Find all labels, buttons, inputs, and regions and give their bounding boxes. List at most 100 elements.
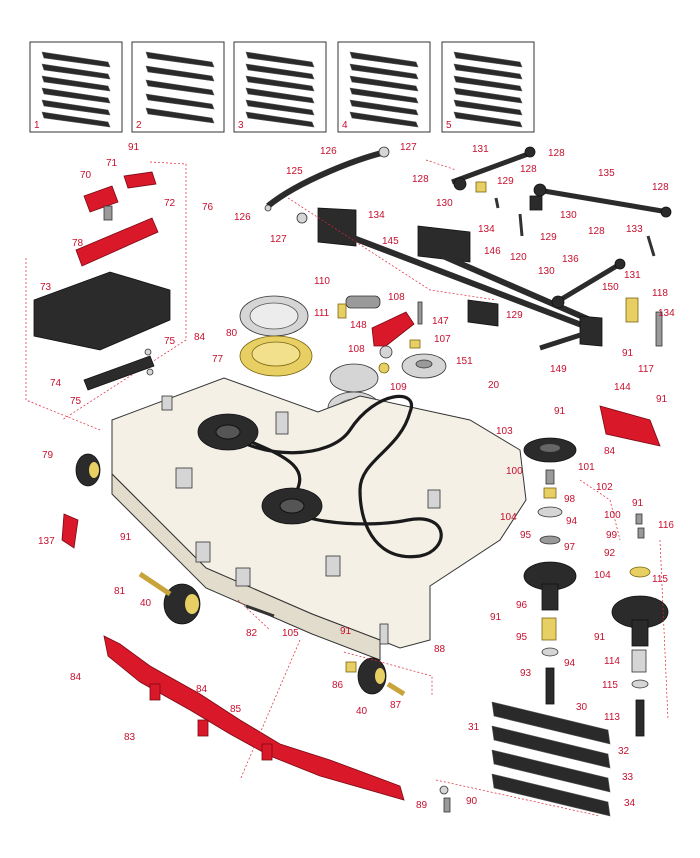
pulley-center-a	[329, 363, 379, 393]
callout: 135	[598, 168, 615, 179]
callout: 101	[578, 462, 595, 473]
callout: 87	[390, 700, 402, 711]
callout: 145	[382, 236, 399, 247]
callout: 84	[196, 684, 208, 695]
shaft-93	[545, 667, 555, 705]
callout: 146	[484, 246, 501, 257]
wheel-40-b	[357, 657, 387, 695]
callout: 75	[164, 336, 176, 347]
callout: 32	[618, 746, 630, 757]
callout: 84	[194, 332, 206, 343]
callout: 91	[554, 406, 566, 417]
callout: 115	[602, 680, 618, 691]
chute-73	[33, 271, 171, 351]
spacer-96	[541, 617, 557, 641]
callout: 75	[70, 396, 82, 407]
callout: 126	[234, 212, 251, 223]
callout: 102	[596, 482, 613, 493]
callout: 91	[656, 394, 668, 405]
callout: 86	[332, 680, 344, 691]
callout: 108	[348, 344, 365, 355]
callout: 73	[40, 282, 52, 293]
callout: 89	[416, 800, 428, 811]
callout: 34	[624, 798, 636, 809]
callout: 40	[356, 706, 368, 717]
callout: 131	[472, 144, 489, 155]
mower-deck	[111, 377, 527, 661]
callout: 94	[564, 658, 576, 669]
callout: 134	[478, 224, 495, 235]
callout: 76	[202, 202, 214, 213]
callout: 100	[604, 510, 621, 521]
leader-lines	[237, 159, 669, 817]
callout: 147	[432, 316, 449, 327]
callout: 117	[638, 364, 654, 375]
callout: 114	[604, 656, 620, 667]
lift-linkage	[264, 146, 672, 351]
callout: 91	[594, 632, 606, 643]
callout: 127	[270, 234, 287, 245]
blade-kit-4: 4	[337, 41, 431, 133]
callout: 93	[520, 668, 532, 679]
callout: 116	[658, 520, 674, 531]
kit-label-3: 3	[238, 120, 244, 131]
callout: 107	[434, 334, 451, 345]
callout: 71	[106, 158, 118, 169]
callout: 109	[390, 382, 407, 393]
callout: 98	[564, 494, 576, 505]
blade-kit-1: 1	[29, 41, 123, 133]
callout: 128	[520, 164, 537, 175]
callout: 129	[497, 176, 514, 187]
callout: 113	[604, 712, 620, 723]
callout: 137	[38, 536, 55, 547]
callout: 134	[368, 210, 385, 221]
callout: 84	[604, 446, 616, 457]
callout: 92	[604, 548, 616, 559]
callout: 20	[488, 380, 500, 391]
callout: 84	[70, 672, 82, 683]
spindle-left	[523, 437, 577, 705]
kit-label-4: 4	[342, 120, 348, 131]
blade-32	[491, 725, 611, 769]
bar-74	[83, 355, 155, 391]
callout: 150	[602, 282, 619, 293]
callout: 88	[434, 644, 446, 655]
callout: 80	[226, 328, 238, 339]
bracket-144	[599, 405, 661, 447]
callout: 134	[658, 308, 675, 319]
callout: 96	[516, 600, 528, 611]
callout: 125	[286, 166, 303, 177]
shaft-113	[635, 699, 645, 737]
callout: 128	[548, 148, 565, 159]
callouts: 91 71 70 72 76 78 73 75 74 75 126 127 12…	[38, 142, 675, 811]
wheels	[75, 453, 406, 697]
callout: 95	[516, 632, 528, 643]
callout: 103	[496, 426, 513, 437]
callout: 108	[388, 292, 405, 303]
callout: 128	[588, 226, 605, 237]
callout: 151	[456, 356, 473, 367]
callout: 130	[436, 198, 453, 209]
spring-78	[103, 205, 113, 221]
callout: 99	[606, 530, 618, 541]
callout: 115	[652, 574, 668, 585]
callout: 144	[614, 382, 631, 393]
blade-stack-1	[41, 51, 111, 128]
callout: 91	[120, 532, 132, 543]
spindle-right	[611, 513, 669, 737]
callout: 95	[520, 530, 532, 541]
callout: 136	[562, 254, 579, 265]
callout: 91	[340, 626, 352, 637]
blade-kit-5: 5	[441, 41, 535, 133]
kit-label-2: 2	[136, 120, 142, 131]
callout: 90	[466, 796, 478, 807]
callout: 72	[164, 198, 176, 209]
callout: 31	[468, 722, 480, 733]
callout: 82	[246, 628, 258, 639]
callout: 111	[314, 308, 330, 319]
callout: 40	[140, 598, 152, 609]
front-baffle	[61, 405, 661, 801]
blade-kit-3: 3	[233, 41, 327, 133]
blade-34	[491, 773, 611, 817]
callout: 97	[564, 542, 576, 553]
